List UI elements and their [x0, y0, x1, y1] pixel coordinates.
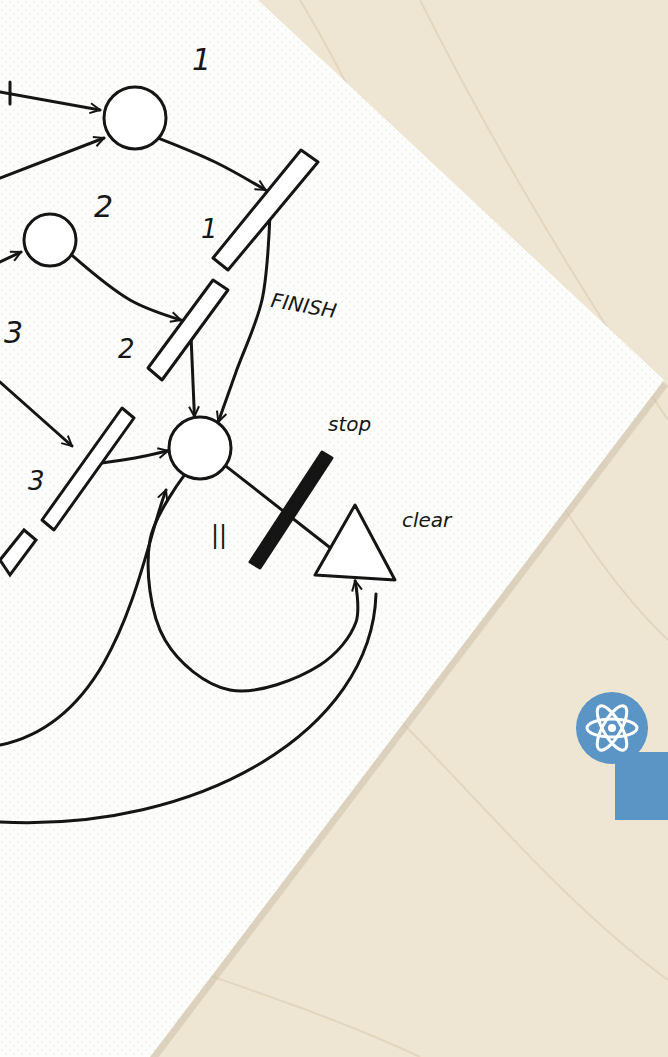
connector-arrow [72, 255, 181, 320]
node-outline [167, 415, 233, 481]
input-wire [0, 382, 72, 446]
wire-tick [9, 82, 12, 104]
transition-bar: 2 [148, 280, 228, 380]
node-label: 2 [118, 336, 135, 362]
input-wire [0, 92, 100, 110]
input-wire [0, 138, 104, 178]
stop-bar: stop [250, 450, 335, 570]
node-outline [42, 408, 134, 530]
node-label: clear [402, 510, 451, 530]
connector-arrow [160, 139, 266, 190]
shape-outline [250, 452, 332, 568]
return-wire [0, 594, 376, 823]
input-wire [0, 490, 166, 745]
atom-icon [576, 692, 648, 764]
connector-arrow [102, 451, 168, 463]
shape-outline [213, 150, 318, 270]
node-outline [213, 150, 318, 270]
shape-outline [148, 280, 228, 380]
node-label: stop [328, 414, 371, 434]
clear-triangle: clear [312, 500, 400, 585]
node-label: 3 [28, 468, 45, 494]
place-circle: 2 [22, 212, 78, 268]
node-outline [312, 500, 400, 585]
node-label: || [211, 523, 227, 547]
transition-bar: 3 [42, 408, 134, 530]
node-outline [148, 280, 228, 380]
circle-outline [169, 417, 231, 479]
node-label: 1 [192, 45, 211, 75]
connector-arrow [148, 476, 358, 691]
offpage-bar [0, 530, 36, 575]
node-outline [250, 450, 335, 570]
node-outline [22, 212, 78, 268]
place-circle: 1 [102, 85, 168, 151]
node-label: 2 [94, 192, 113, 222]
shape-outline [42, 408, 134, 530]
circle-outline [104, 87, 166, 149]
note-label: 3 [4, 318, 23, 348]
input-wire [0, 252, 21, 262]
place-circle: || [167, 415, 233, 481]
node-outline [102, 85, 168, 151]
offpage-wires [0, 82, 376, 823]
transition-bar: 1 [213, 150, 318, 270]
shape-outline [315, 505, 395, 580]
node-label: 1 [201, 216, 218, 242]
connector-arrow [191, 340, 194, 416]
circle-outline [24, 214, 76, 266]
